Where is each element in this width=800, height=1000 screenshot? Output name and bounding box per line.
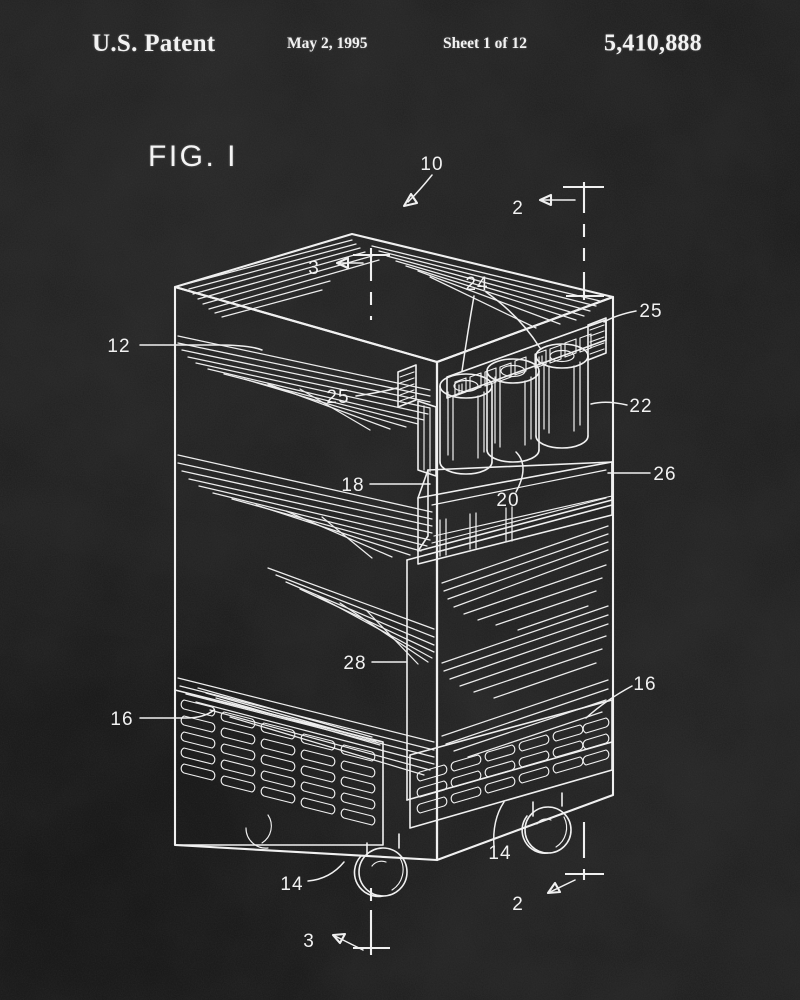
vent-grille-left (174, 687, 384, 846)
callout-numbers: 10 12 14 14 16 16 18 20 22 24 25 25 26 2… (107, 154, 676, 895)
callout-26: 26 (653, 464, 676, 485)
front-face-shading (441, 525, 609, 758)
top-face-shading (185, 239, 601, 329)
section-marker-2-bottom: 2 (512, 894, 524, 915)
section-line-2 (538, 182, 604, 895)
dispenser-backing-plate (417, 400, 437, 477)
patent-number: 5,410,888 (604, 30, 702, 57)
section-line-3 (331, 248, 390, 955)
callout-20: 20 (496, 490, 519, 511)
dispenser-nozzle-left[interactable] (439, 373, 493, 475)
callout-14-right: 14 (488, 843, 511, 864)
callout-10: 10 (420, 154, 443, 175)
patent-office-label: U.S. Patent (92, 30, 216, 57)
caster-right (521, 792, 572, 854)
left-face-shading (177, 335, 435, 776)
section-marker-numbers: 2 2 3 3 (303, 198, 524, 952)
section-marker-3-top: 3 (308, 258, 320, 279)
dispenser-nozzle-center[interactable] (486, 358, 540, 463)
vent-grille-right (409, 699, 613, 829)
callout-24: 24 (465, 274, 488, 295)
callout-leader-lines (139, 174, 651, 882)
callout-25-left: 25 (326, 387, 349, 408)
caster-rear-left (245, 814, 272, 849)
section-marker-2-top: 2 (512, 198, 524, 219)
callout-22: 22 (629, 396, 652, 417)
callout-12: 12 (107, 336, 130, 357)
cabinet-top-face (173, 232, 615, 364)
louver-vent-panel-left (397, 364, 417, 408)
sheet-number: Sheet 1 of 12 (443, 35, 527, 52)
callout-25-right: 25 (639, 301, 662, 322)
figure-label: FIG. I (148, 140, 238, 173)
louver-vent-panel-right (587, 317, 607, 361)
control-switch-bank[interactable] (446, 319, 607, 399)
callout-14-front: 14 (280, 874, 303, 895)
dispenser-nozzle-right[interactable] (535, 343, 589, 449)
callout-28: 28 (343, 653, 366, 674)
patent-header: U.S. Patent May 2, 1995 Sheet 1 of 12 5,… (0, 0, 800, 90)
cabinet-housing (173, 232, 615, 862)
patent-date: May 2, 1995 (287, 35, 368, 52)
callout-16-left: 16 (110, 709, 133, 730)
callout-16-right: 16 (633, 674, 656, 695)
caster-front (353, 833, 408, 898)
section-marker-3-bottom: 3 (303, 931, 315, 952)
callout-18: 18 (341, 475, 364, 496)
